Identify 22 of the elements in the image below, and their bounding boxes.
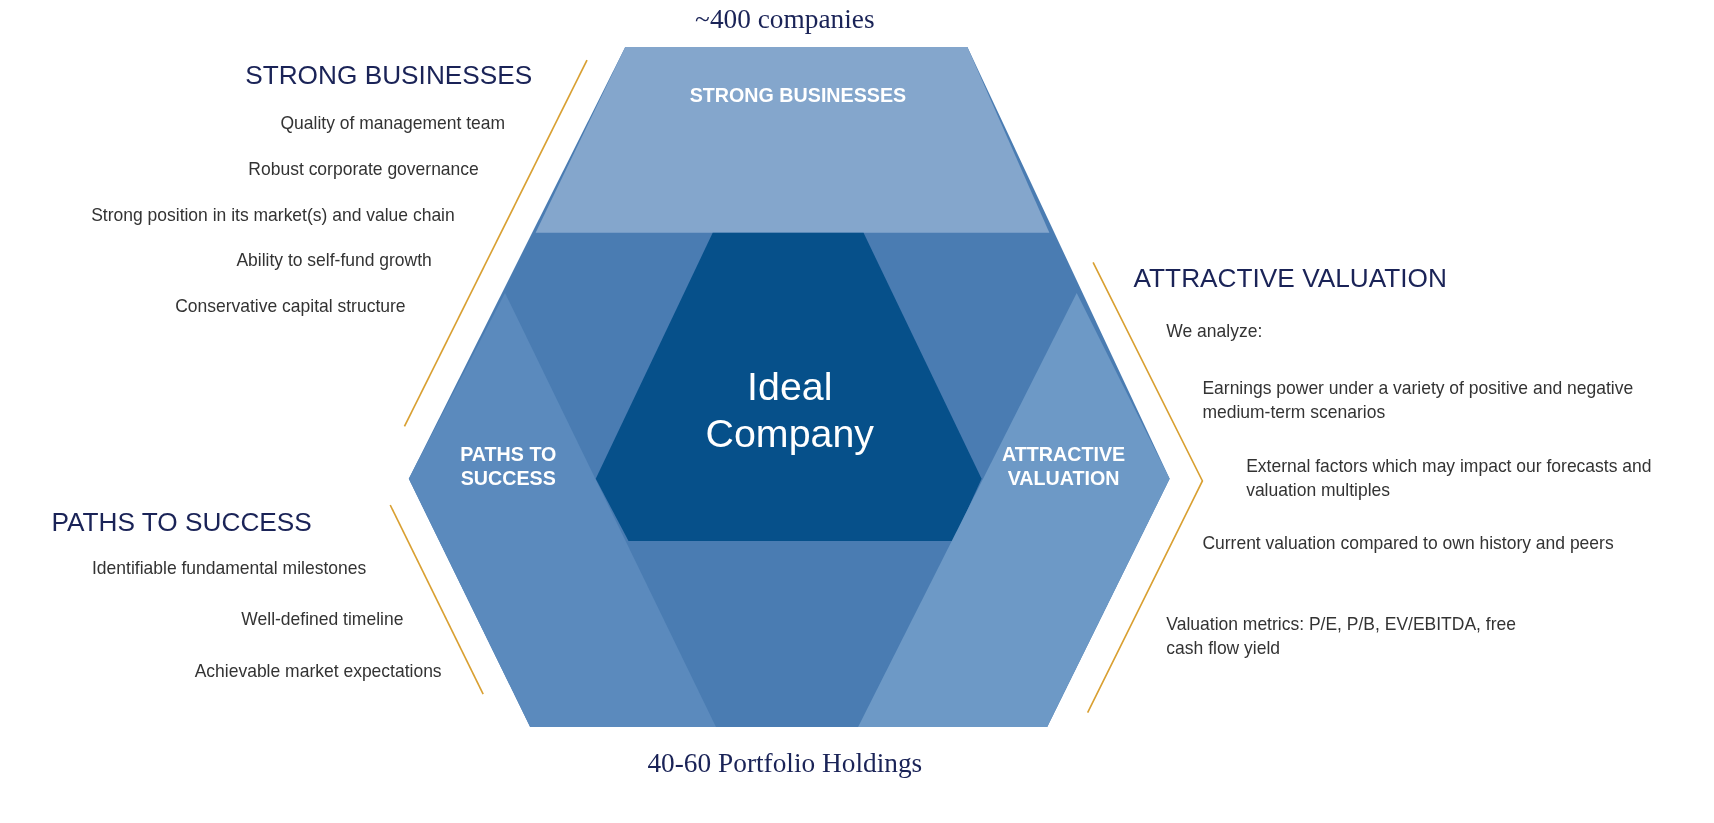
criterion-text: Conservative capital structure: [174, 295, 406, 318]
criterion-text: Valuation metrics: P/E, P/B, EV/EBITDA, free cash flow yield: [1166, 613, 1517, 660]
criterion-text: Well-defined timeline: [240, 608, 404, 631]
criterion-text: Robust corporate governance: [247, 158, 479, 181]
band-title: STRONG BUSINESSES: [688, 83, 908, 108]
criterion-text: Identifiable fundamental milestones: [91, 557, 367, 580]
criterion-text: Quality of management team: [279, 112, 505, 135]
count-label: ~400 companies: [694, 4, 876, 35]
criterion-text: Earnings power under a variety of positive and negative medium-term scenarios: [1202, 377, 1635, 423]
criterion-text: External factors which may impact our forecasts and valuation multiples: [1246, 455, 1653, 502]
criterion-text: Current valuation compared to own history and peers: [1202, 532, 1615, 555]
center-title: Ideal Company: [704, 363, 875, 457]
criterion-text: Ability to self-fund growth: [235, 249, 432, 272]
section-heading: PATHS TO SUCCESS: [51, 507, 313, 538]
band-title: ATTRACTIVE VALUATION: [1001, 442, 1127, 491]
count-label: 40-60 Portfolio Holdings: [646, 747, 924, 779]
intro-text: We analyze:: [1166, 320, 1264, 343]
criterion-text: Achievable market expectations: [193, 660, 442, 683]
band-title: PATHS TO SUCCESS: [459, 442, 558, 491]
section-heading: ATTRACTIVE VALUATION: [1133, 263, 1448, 295]
section-heading: STRONG BUSINESSES: [244, 60, 533, 91]
criterion-text: Strong position in its market(s) and value chain: [90, 204, 455, 227]
